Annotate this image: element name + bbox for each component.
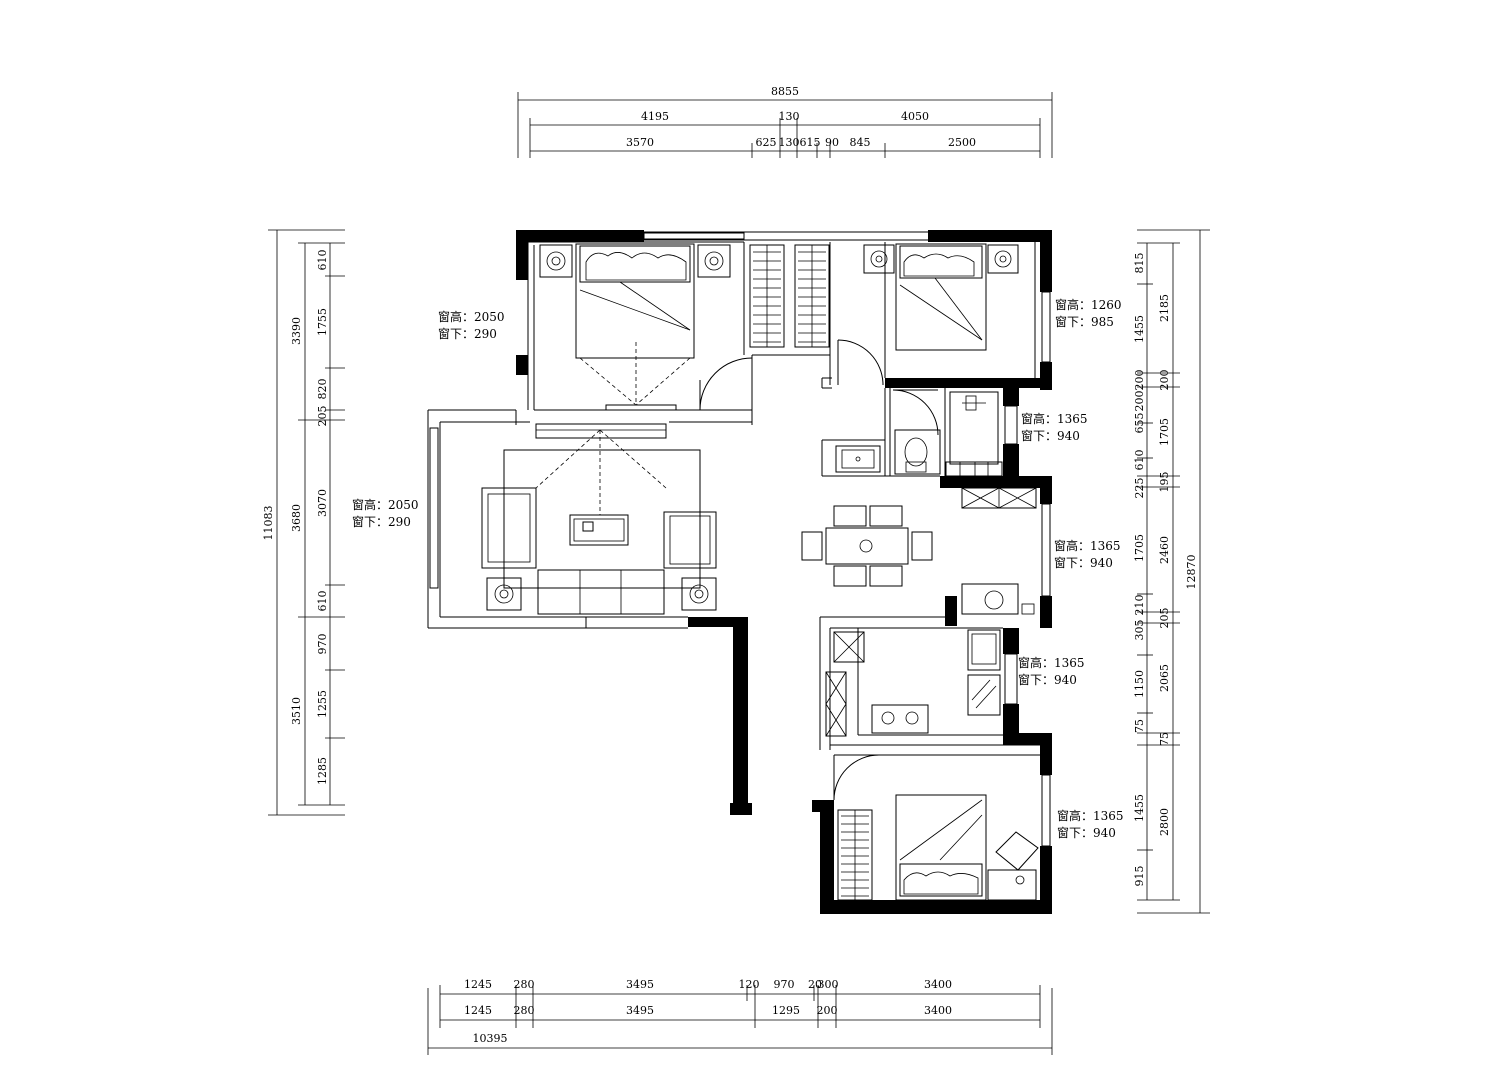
right-dim-in-9: 210 [1133, 595, 1146, 616]
right-dim-in-3: 200 [1133, 370, 1146, 391]
right-dimensions: 12870 2185 200 1705 195 2460 205 2065 75… [1133, 229, 1210, 914]
right-dim-mid-6: 205 [1158, 608, 1171, 629]
bottom-dimensions: 1245 280 3495 120 970 20 300 3400 1245 2… [427, 978, 1053, 1055]
bottom-dim-r1-e: 970 [774, 978, 795, 991]
right-dim-mid-2: 200 [1158, 370, 1171, 391]
window-note-height: 窗高：2050 [352, 497, 419, 512]
top-dim-r2-g: 2500 [948, 136, 976, 149]
left-dim-overall: 11083 [262, 506, 275, 541]
bottom-dim-overall: 10395 [473, 1032, 508, 1045]
bottom-dim-r2-f: 3400 [924, 1004, 952, 1017]
window-note-height: 窗高：1365 [1021, 411, 1088, 426]
toilet-icon [894, 391, 1003, 477]
bottom-dim-r2-c: 3495 [626, 1004, 654, 1017]
top-dimensions: 8855 4195 130 4050 3570 625 130 615 90 8… [517, 85, 1053, 158]
window-notes: 窗高：2050 窗下：290 窗高：2050 窗下：290 窗高：1260 窗下… [352, 297, 1124, 840]
bottom-dim-r1-a: 1245 [464, 978, 492, 991]
left-dim-in-8: 1255 [316, 690, 329, 718]
left-dim-in-7: 970 [316, 634, 329, 655]
right-dim-mid-1: 2185 [1158, 294, 1171, 322]
right-dim-mid-8: 75 [1158, 732, 1171, 746]
top-dim-r2-d: 615 [800, 136, 821, 149]
left-dim-mid-c: 3510 [290, 697, 303, 725]
windows [429, 232, 1051, 847]
right-dim-in-5: 655 [1133, 413, 1146, 434]
left-dim-in-2: 1755 [316, 308, 329, 336]
top-dim-r2-b: 625 [756, 136, 777, 149]
right-dim-in-11: 1150 [1133, 670, 1146, 698]
left-dim-in-5: 3070 [316, 489, 329, 517]
window-note-sill: 窗下：290 [352, 515, 411, 529]
top-dim-r2-c: 130 [779, 136, 800, 149]
right-dim-in-2: 1455 [1133, 315, 1146, 343]
window-note-sill: 窗下：940 [1021, 429, 1080, 443]
top-dim-overall: 8855 [771, 85, 799, 98]
window-note-height: 窗高：1365 [1057, 808, 1124, 823]
window-note-height: 窗高：1365 [1018, 655, 1085, 670]
window-note-height: 窗高：1260 [1055, 297, 1122, 312]
window-note-height: 窗高：1365 [1054, 538, 1121, 553]
right-dim-mid-5: 2460 [1158, 536, 1171, 564]
bottom-dim-r2-b: 280 [514, 1004, 535, 1017]
left-dim-in-9: 1285 [316, 757, 329, 785]
left-dim-in-4: 205 [316, 406, 329, 427]
ne-bed [863, 243, 1019, 351]
right-dim-in-13: 1455 [1133, 794, 1146, 822]
top-dim-r1-c: 4050 [901, 110, 929, 123]
kitchen-fixtures [825, 629, 1001, 737]
right-dim-mid-4: 195 [1158, 472, 1171, 493]
bottom-dim-r2-d: 1295 [772, 1004, 800, 1017]
doors [699, 339, 939, 801]
window-note-sill: 窗下：290 [438, 327, 497, 341]
bottom-dim-r1-h: 3400 [924, 978, 952, 991]
left-dim-in-1: 610 [316, 250, 329, 271]
right-dim-in-8: 1705 [1133, 534, 1146, 562]
nightstand-icon [539, 244, 731, 278]
left-dim-mid-a: 3390 [290, 317, 303, 345]
left-dimensions: 11083 3390 3680 3510 610 1755 820 205 30… [262, 229, 345, 816]
left-dim-in-6: 610 [316, 591, 329, 612]
right-dim-in-6: 610 [1133, 450, 1146, 471]
right-dim-mid-9: 2800 [1158, 808, 1171, 836]
bottom-dim-r1-f: 20 [808, 978, 822, 991]
left-dim-in-3: 820 [316, 379, 329, 400]
walls [516, 230, 1052, 914]
right-dim-mid-3: 1705 [1158, 418, 1171, 446]
sink-icon [835, 445, 881, 473]
top-dim-r2-a: 3570 [626, 136, 654, 149]
right-dim-in-14: 915 [1133, 866, 1146, 887]
left-dim-mid-b: 3680 [290, 504, 303, 532]
top-dim-r2-e: 90 [825, 136, 839, 149]
right-dim-in-12: 75 [1133, 719, 1146, 733]
right-dim-in-1: 815 [1133, 253, 1146, 274]
master-bed [575, 243, 695, 411]
living-room-furniture [481, 423, 717, 615]
bottom-dim-r1-d: 120 [739, 978, 760, 991]
right-dim-overall: 12870 [1185, 555, 1198, 590]
wardrobe-icon [749, 244, 830, 348]
window-note-height: 窗高：2050 [438, 309, 505, 324]
bottom-dim-r2-a: 1245 [464, 1004, 492, 1017]
bottom-dim-r1-b: 280 [514, 978, 535, 991]
top-dim-r1-b: 130 [779, 110, 800, 123]
bottom-dim-r1-g: 300 [818, 978, 839, 991]
window-note-sill: 窗下：940 [1054, 556, 1113, 570]
top-dim-r1-a: 4195 [641, 110, 669, 123]
bottom-dim-r1-c: 3495 [626, 978, 654, 991]
window-note-sill: 窗下：940 [1057, 826, 1116, 840]
right-dim-in-10: 305 [1133, 620, 1146, 641]
bottom-dim-r2-e: 200 [817, 1004, 838, 1017]
top-dim-r2-f: 845 [850, 136, 871, 149]
window-note-sill: 窗下：985 [1055, 315, 1114, 329]
right-dim-mid-7: 2065 [1158, 664, 1171, 692]
right-dim-in-7: 225 [1133, 478, 1146, 499]
dining-table-icon [801, 487, 1037, 615]
right-dim-in-4: 200 [1133, 391, 1146, 412]
south-bed [837, 794, 1039, 901]
window-note-sill: 窗下：940 [1018, 673, 1077, 687]
